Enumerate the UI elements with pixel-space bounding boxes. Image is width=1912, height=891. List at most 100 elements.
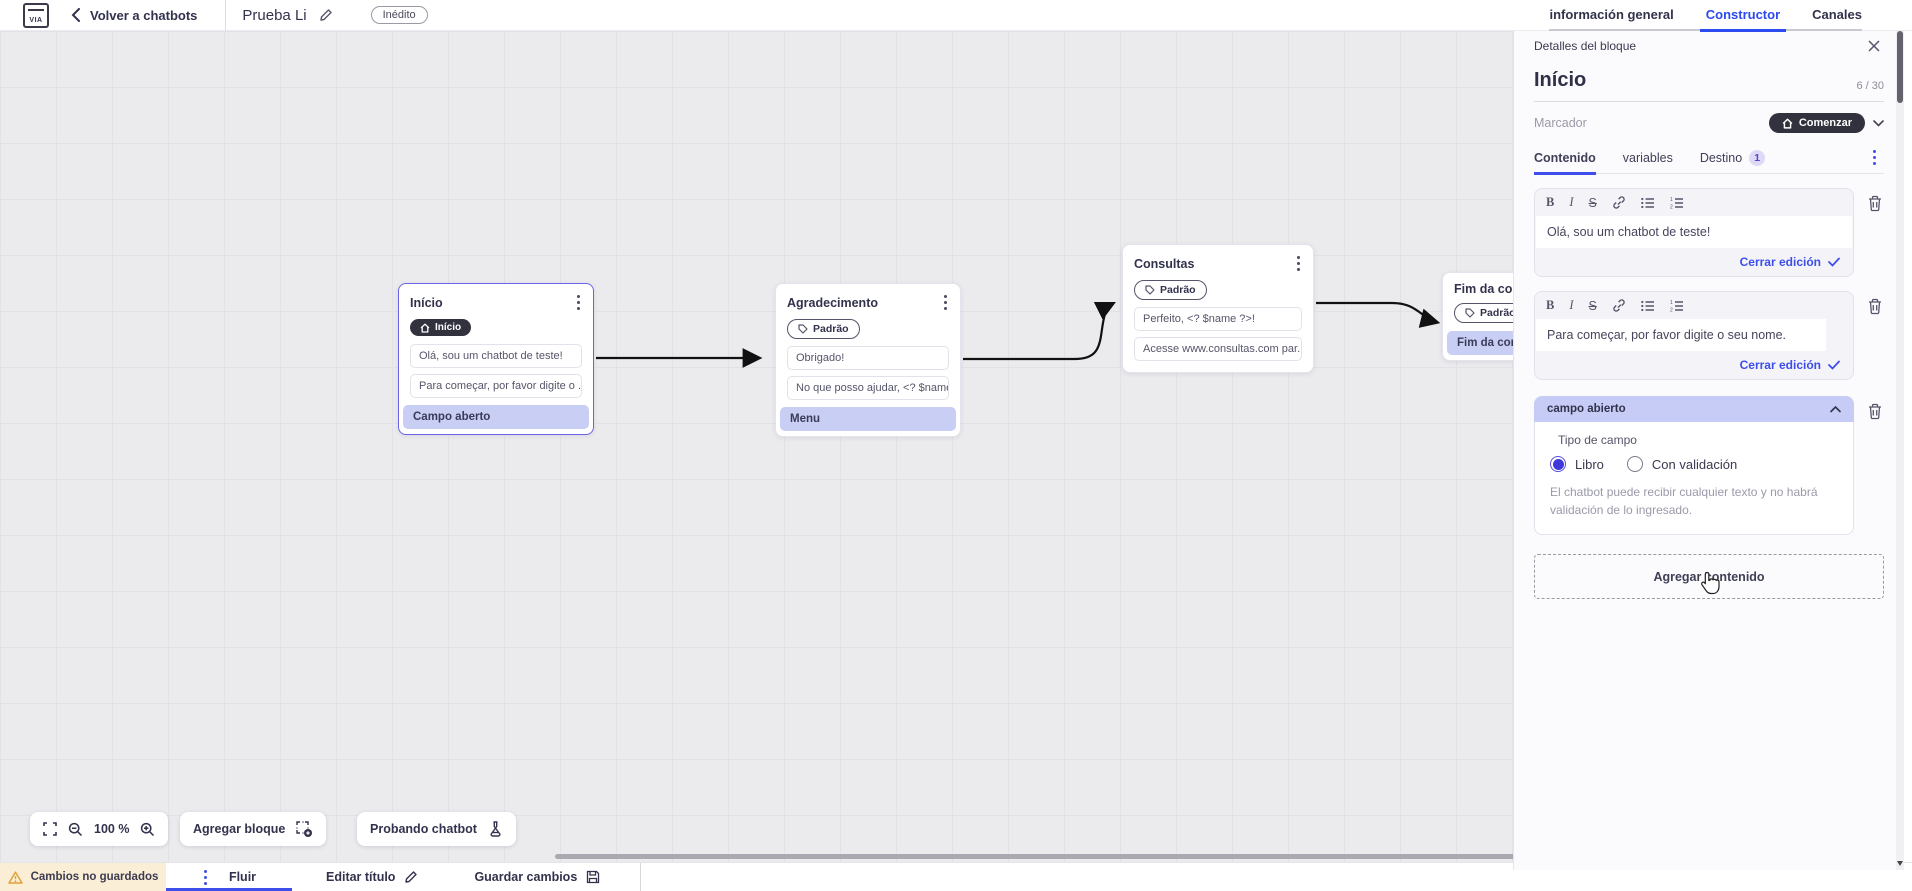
test-chatbot-button[interactable]: Probando chatbot — [357, 812, 516, 846]
node-message-row[interactable]: No que posso ajudar, <? $name ... — [787, 376, 949, 400]
tag-icon — [1145, 285, 1155, 295]
test-chatbot-label: Probando chatbot — [370, 822, 477, 836]
canvas-horizontal-scrollbar[interactable] — [555, 854, 1560, 859]
flow-menu-icon[interactable] — [202, 868, 209, 887]
pill-label: Padrão — [1160, 284, 1196, 296]
marker-label: Marcador — [1534, 116, 1587, 130]
italic-icon[interactable]: I — [1569, 298, 1574, 313]
zoom-in-icon[interactable] — [140, 822, 155, 837]
open-field-header[interactable]: campo abierto — [1534, 396, 1854, 423]
start-marker-pill: Início — [410, 319, 472, 336]
trash-icon[interactable] — [1867, 403, 1884, 535]
node-message-row[interactable]: Para começar, por favor digite o ... — [410, 373, 582, 398]
italic-icon[interactable]: I — [1569, 195, 1574, 209]
add-block-label: Agregar bloque — [193, 822, 286, 836]
node-menu-icon[interactable] — [1295, 254, 1302, 273]
radio-con-validacion-label: Con validación — [1651, 456, 1738, 472]
bullet-list-icon[interactable] — [1641, 300, 1655, 312]
zoom-toolbar: 100 % — [30, 812, 169, 846]
close-edit-button[interactable]: Cerrar edición — [1535, 248, 1853, 276]
close-edit-button[interactable]: Cerrar edición — [1535, 351, 1853, 379]
default-marker-pill: Padrão — [1134, 280, 1207, 300]
panel-menu-icon[interactable] — [1871, 148, 1878, 167]
flow-connectors — [596, 301, 1441, 368]
radio-con-validacion[interactable] — [1626, 456, 1643, 473]
tab-variables[interactable]: variables — [1622, 150, 1673, 165]
add-content-button[interactable]: Agregar contenido — [1534, 554, 1884, 600]
message-text-input[interactable]: Para começar, por favor digite o seu nom… — [1536, 319, 1826, 352]
node-message-row[interactable]: Perfeito, <? $name ?>! — [1134, 307, 1302, 331]
message-text-input[interactable]: Olá, sou um chatbot de teste! — [1536, 216, 1852, 249]
node-message-row[interactable]: Obrigado! — [787, 346, 949, 370]
add-block-icon — [296, 820, 313, 838]
node-inicio[interactable]: Início Início Olá, sou um chatbot de tes… — [398, 283, 594, 435]
close-icon[interactable] — [1868, 40, 1880, 52]
tab-informacion-general[interactable]: información general — [1549, 7, 1674, 22]
trash-icon[interactable] — [1867, 298, 1884, 380]
panel-vertical-scrollbar[interactable] — [1896, 31, 1904, 870]
logo-text: VIA — [29, 16, 43, 24]
link-icon[interactable] — [1612, 299, 1626, 312]
trash-icon[interactable] — [1867, 195, 1884, 277]
tab-canales[interactable]: Canales — [1812, 7, 1862, 22]
tab-destino[interactable]: Destino 1 — [1700, 142, 1766, 174]
tab-fluir[interactable]: Fluir — [166, 863, 292, 891]
edit-name-pencil-icon[interactable] — [319, 8, 333, 22]
start-marker-pill: Comenzar — [1768, 113, 1865, 133]
node-message-row[interactable]: Olá, sou um chatbot de teste! — [410, 343, 582, 368]
pill-label: Padrão — [1480, 307, 1516, 319]
tab-contenido[interactable]: Contenido — [1534, 142, 1596, 175]
link-icon[interactable] — [1612, 196, 1626, 209]
svg-text:1: 1 — [1670, 197, 1673, 203]
strikethrough-icon[interactable]: S — [1588, 298, 1597, 313]
node-action-row[interactable]: Campo aberto — [403, 404, 589, 429]
flow-canvas[interactable]: Início Início Olá, sou um chatbot de tes… — [0, 31, 1618, 862]
char-counter: 6 / 30 — [1856, 80, 1884, 92]
marker-value-label: Comenzar — [1798, 117, 1852, 129]
svg-text:2: 2 — [1670, 204, 1673, 209]
header-tabs: información general Constructor Canales — [1549, 0, 1862, 32]
app-logo: VIA — [23, 2, 49, 28]
back-to-chatbots[interactable]: Volver a chatbots — [71, 8, 197, 23]
node-message-row[interactable]: Acesse www.consultas.com par... — [1134, 337, 1302, 361]
bold-icon[interactable]: B — [1546, 298, 1555, 313]
check-icon — [1828, 360, 1840, 371]
default-marker-pill: Padrão — [787, 319, 860, 339]
unsaved-changes-label: Cambios no guardados — [30, 871, 159, 883]
close-edit-label: Cerrar edición — [1739, 358, 1821, 373]
flow-tab-label: Fluir — [228, 870, 257, 884]
node-action-row[interactable]: Menu — [780, 407, 956, 431]
radio-libro[interactable] — [1550, 456, 1566, 473]
tab-constructor[interactable]: Constructor — [1699, 0, 1787, 32]
node-menu-icon[interactable] — [575, 293, 582, 312]
chevron-left-icon — [71, 8, 80, 22]
node-agradecimento[interactable]: Agradecimento Padrão Obrigado! No que po… — [775, 283, 961, 437]
node-consultas[interactable]: Consultas Padrão Perfeito, <? $name ?>! … — [1122, 244, 1314, 373]
strikethrough-icon[interactable]: S — [1588, 195, 1597, 210]
block-name-input[interactable]: Início — [1534, 69, 1587, 91]
pencil-icon — [404, 870, 418, 884]
save-changes-button[interactable]: Guardar cambios — [474, 863, 600, 891]
bold-icon[interactable]: B — [1546, 195, 1555, 209]
node-menu-icon[interactable] — [942, 293, 949, 312]
edit-title-button[interactable]: Editar título — [326, 863, 418, 891]
marker-dropdown[interactable]: Comenzar — [1768, 113, 1884, 133]
add-block-button[interactable]: Agregar bloque — [180, 812, 327, 846]
tag-icon — [798, 324, 808, 334]
bullet-list-icon[interactable] — [1641, 197, 1655, 209]
fullscreen-icon[interactable] — [43, 822, 57, 836]
zoom-out-icon[interactable] — [68, 822, 83, 837]
save-icon — [586, 870, 600, 884]
save-changes-label: Guardar cambios — [474, 870, 578, 884]
node-title: Consultas — [1134, 256, 1195, 271]
unsaved-changes-status: Cambios no guardados — [0, 863, 166, 891]
bot-name[interactable]: Prueba Li — [242, 6, 307, 24]
chevron-up-icon — [1830, 405, 1841, 413]
zoom-level: 100 % — [94, 822, 130, 836]
